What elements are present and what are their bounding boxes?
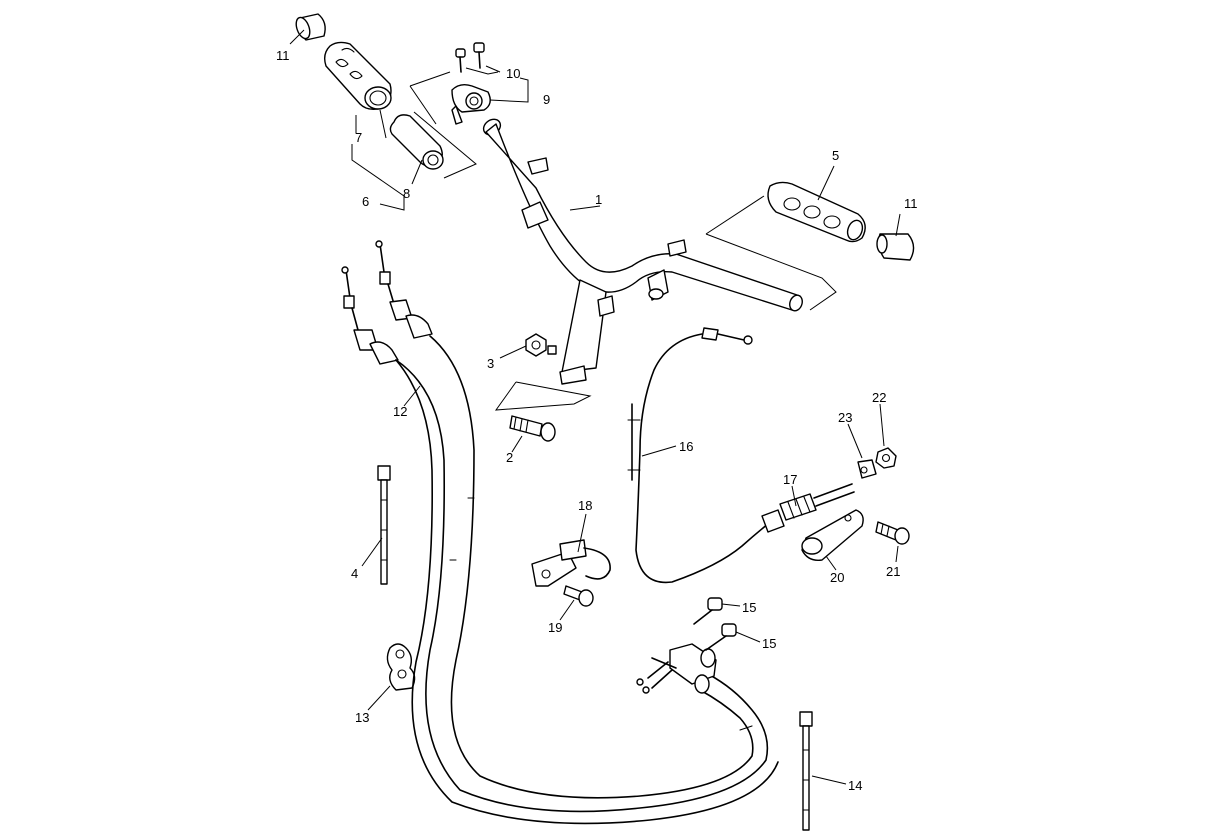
callout-8: 8 [403,186,410,201]
throttle-tube [389,114,444,170]
callout-15-upper: 15 [742,600,756,615]
bracket-18 [531,539,611,587]
grip-outline-box-6 [351,111,477,211]
callout-2: 2 [506,450,513,465]
screw-15b [705,623,737,651]
screw-21 [875,521,910,545]
screw-19 [563,585,594,607]
callout-11-right: 11 [904,196,918,211]
callout-7: 7 [355,130,362,145]
handlebar-mount-outline [494,381,592,411]
right-bar-end-cap [876,233,915,261]
cable-clip-13 [386,643,416,691]
cable-junction [636,643,717,694]
callout-17: 17 [783,472,797,487]
right-grip [767,181,866,243]
cable-tie-14 [799,711,813,831]
right-grip-outline [705,195,837,311]
handlebar [482,118,803,385]
callout-4: 4 [351,566,358,581]
callout-20: 20 [830,570,844,585]
callout-10: 10 [506,66,520,81]
callout-12: 12 [393,404,407,419]
callout-18: 18 [578,498,592,513]
bracket-9-leader [489,77,529,103]
adjuster-17 [761,483,855,533]
callout-15-lower: 15 [762,636,776,651]
callout-23: 23 [838,410,852,425]
callout-14: 14 [848,778,862,793]
left-grip [323,41,392,111]
callout-13: 13 [355,710,369,725]
leader-lines [289,29,901,785]
throttle-clamp [409,71,491,125]
screw-15a [693,597,723,625]
callout-16: 16 [679,439,693,454]
nut-3 [525,333,557,357]
left-bar-end-cap [295,13,326,41]
throttle-cables [341,240,779,825]
brake-cable-16 [627,327,779,584]
clamp-screws [455,42,501,75]
callout-19: 19 [548,620,562,635]
callout-1: 1 [595,192,602,207]
pin-23 [857,459,877,479]
callout-6: 6 [362,194,369,209]
nut-22 [875,447,897,469]
callout-9: 9 [543,92,550,107]
callout-22: 22 [872,390,886,405]
callout-11-left: 11 [276,48,290,63]
callout-3: 3 [487,356,494,371]
callout-21: 21 [886,564,900,579]
bolt-2 [509,415,556,442]
callout-5: 5 [832,148,839,163]
callout-labels: 1 2 3 4 5 6 7 8 9 10 11 11 12 13 14 15 1… [276,48,918,793]
cable-tie-4 [377,465,391,585]
lever-clamp-20 [801,509,864,561]
